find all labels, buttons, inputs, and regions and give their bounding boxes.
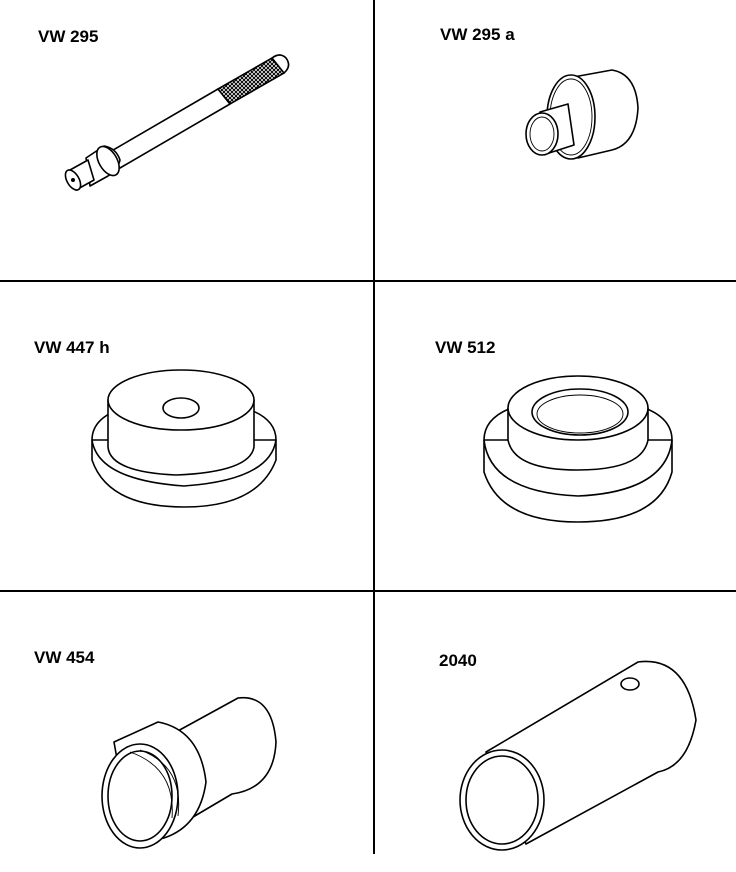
tool-cell-vw-512: VW 512 <box>368 282 736 562</box>
flanged-thrust-plate-icon <box>0 282 368 590</box>
tool-cell-vw-454: VW 454 <box>0 592 368 872</box>
tool-label-vw-447-h: VW 447 h <box>34 338 110 357</box>
grid-horizontal-divider-1 <box>0 280 736 282</box>
stepped-sleeve-icon <box>0 592 368 854</box>
tool-cell-vw-295-a: VW 295 a <box>368 0 736 280</box>
tube-sleeve-icon <box>368 592 736 854</box>
special-tools-sheet: VW 295 VW 295 a <box>0 0 736 854</box>
extension-drift-icon <box>0 0 368 280</box>
tool-cell-vw-447-h: VW 447 h <box>0 282 368 562</box>
flanged-ring-plate-icon <box>368 282 736 590</box>
tool-cell-vw-295: VW 295 <box>0 0 368 280</box>
tool-cell-2040: 2040 <box>368 592 736 872</box>
stepped-drift-icon <box>368 0 736 280</box>
grid-vertical-divider <box>373 0 375 854</box>
grid-horizontal-divider-2 <box>0 590 736 592</box>
tool-label-vw-454: VW 454 <box>34 648 95 667</box>
tool-label-vw-295: VW 295 <box>38 27 99 46</box>
tool-label-2040: 2040 <box>439 651 477 670</box>
tool-label-vw-295-a: VW 295 a <box>440 25 515 44</box>
tool-label-vw-512: VW 512 <box>435 338 496 357</box>
